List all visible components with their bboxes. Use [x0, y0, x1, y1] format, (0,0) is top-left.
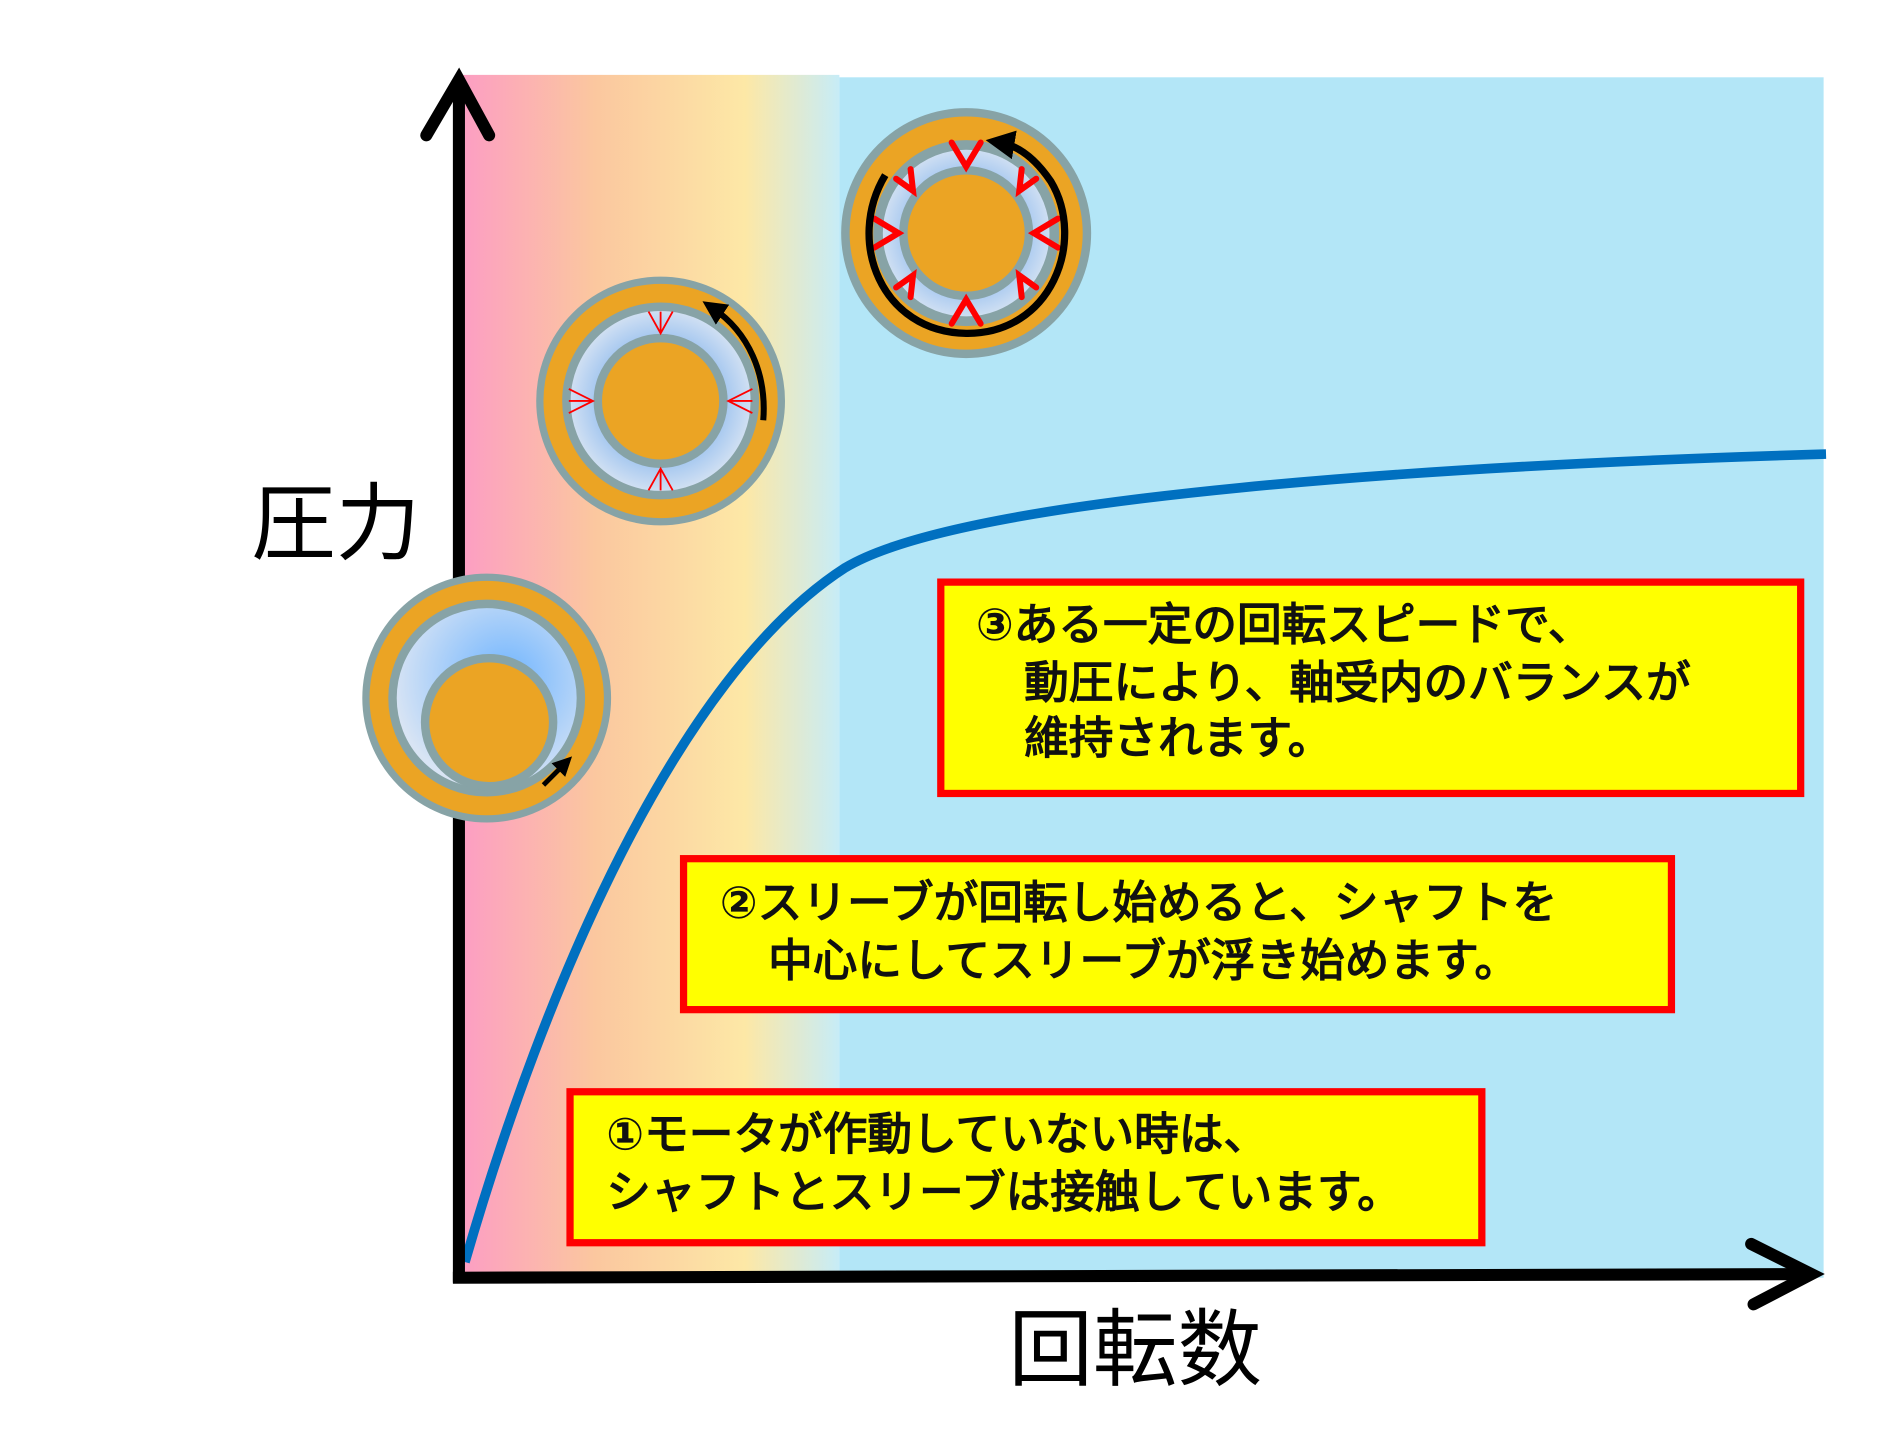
note-2-line-2: 中心にしてスリーブが浮き始めます。 — [768, 935, 1519, 987]
pressure-arrows-icon — [871, 139, 1061, 327]
note-box-2: ②スリーブが回転し始めると、シャフトを 中心にしてスリーブが浮き始めます。 — [679, 855, 1676, 1014]
rotation-arrow-icon — [865, 130, 1069, 337]
y-axis-label: 圧力 — [251, 475, 420, 573]
note-box-1: ①モータが作動していない時は、 シャフトとスリーブは接触しています。 — [566, 1088, 1486, 1247]
note-1-line-1: ①モータが作動していない時は、 — [606, 1109, 1268, 1161]
bearing-balanced — [841, 108, 1092, 359]
pressure-curve — [460, 449, 1827, 1264]
note-3-line-2: 動圧により、軸受内のバランスが — [1024, 657, 1691, 709]
note-box-3: ③ある一定の回転スピードで、 動圧により、軸受内のバランスが 維持されます。 — [937, 578, 1805, 798]
rotation-arrow-icon — [541, 756, 573, 787]
note-2-line-1: ②スリーブが回転し始めると、シャフトを — [720, 877, 1557, 929]
x-axis — [452, 1237, 1825, 1311]
note-3-line-1: ③ある一定の回転スピードで、 — [976, 599, 1593, 651]
note-1-line-2: シャフトとスリーブは接触しています。 — [606, 1167, 1402, 1219]
bearing-starting — [536, 276, 785, 526]
rotation-arrow-icon — [702, 301, 767, 421]
x-axis-label: 回転数 — [1008, 1301, 1262, 1399]
note-3-line-3: 維持されます。 — [1024, 713, 1332, 765]
pressure-arrows-icon — [568, 311, 753, 491]
bearing-stationary — [362, 573, 612, 823]
